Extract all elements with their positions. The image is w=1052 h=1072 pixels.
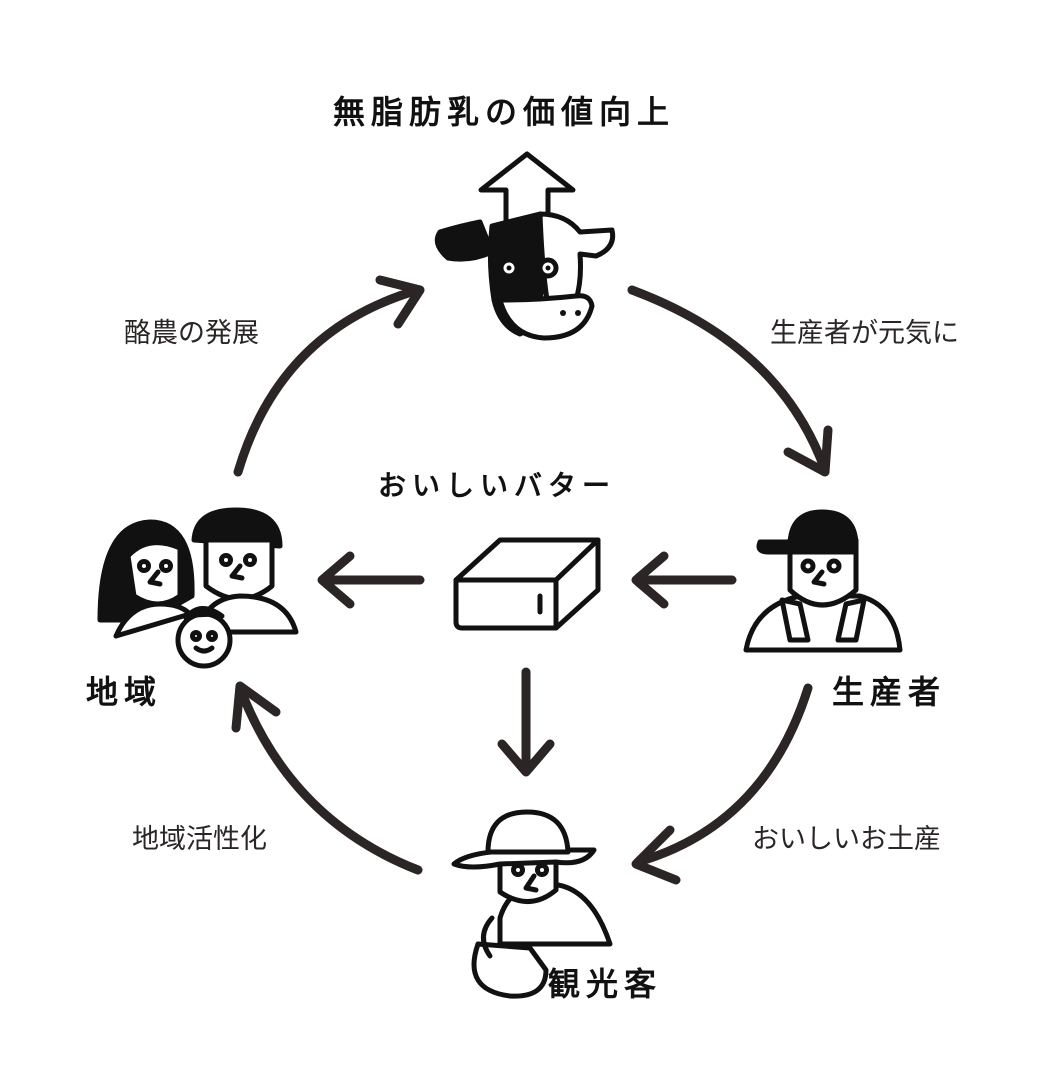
arc-tourist-to-region (235, 683, 423, 875)
arrowhead-butter-to-region (317, 551, 355, 609)
arrowhead-producer-to-tourist (631, 825, 681, 885)
arc-region-to-cow (233, 285, 423, 477)
arrowhead-producer-to-butter (631, 551, 669, 609)
flow-label-tourist-to-region: 地域活性化 (132, 824, 267, 855)
family-icon (97, 507, 299, 669)
butter-icon (453, 537, 601, 631)
arc-cow-to-producer (627, 285, 830, 475)
arrowhead-region-to-cow (375, 275, 425, 329)
arrowhead-cow-to-producer (783, 425, 833, 477)
node-region-label: 地域 (86, 673, 163, 711)
butter-arrows (317, 551, 737, 777)
tourist-icon (451, 809, 613, 999)
center-label: おいしいバター (378, 469, 617, 502)
node-producer-label: 生産者 (832, 673, 947, 711)
up-arrow-icon (478, 151, 576, 225)
arrowhead-butter-to-tourist (497, 739, 555, 777)
diagram-title: 無脂肪乳の価値向上 (333, 93, 676, 131)
flow-label-producer-to-tourist: おいしいお土産 (752, 824, 941, 855)
arc-producer-to-tourist (633, 683, 813, 867)
farmer-icon (743, 509, 903, 653)
cycle-arcs (231, 275, 833, 885)
flow-label-region-to-cow: 酪農の発展 (124, 318, 259, 349)
node-tourist-label: 観光客 (548, 965, 663, 1003)
arrowhead-tourist-to-region (231, 681, 281, 733)
flow-label-cow-to-producer: 生産者が元気に (770, 318, 959, 349)
cow-icon (434, 211, 616, 341)
